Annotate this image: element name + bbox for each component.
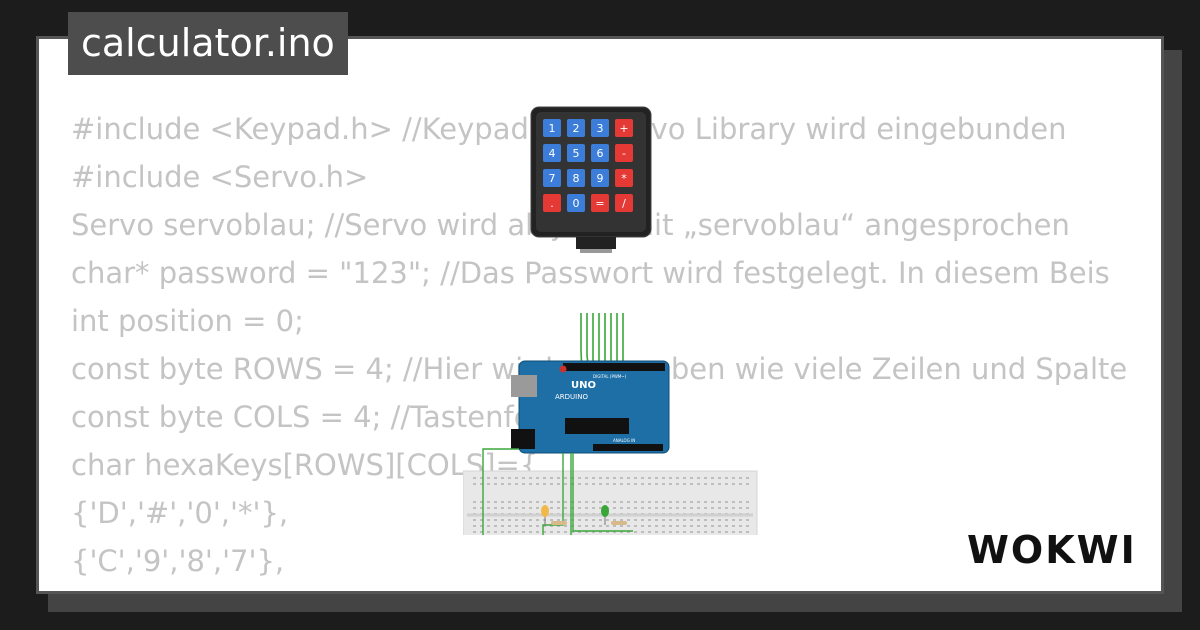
code-line: {'C','9','8','7'}, — [71, 544, 285, 578]
keypad-key-label: - — [622, 147, 626, 160]
keypad-key-label: 2 — [573, 122, 580, 135]
keypad-key[interactable]: + — [615, 119, 633, 137]
keypad-key[interactable]: / — [615, 194, 633, 212]
preview-card: #include <Keypad.h> //Keypad und Servo L… — [36, 36, 1164, 594]
arduino-digital-label: DIGITAL (PWM~) — [593, 374, 627, 379]
keypad-key[interactable]: 4 — [543, 144, 561, 162]
keypad-key-label: 3 — [597, 122, 604, 135]
arduino-brand: ARDUINO — [555, 393, 588, 401]
breadboard — [463, 470, 758, 535]
keypad: 1 2 3 +4 5 6 - 7 8 9 *. 0 = / — [530, 106, 652, 253]
code-line: {'B','6','5','4'}, — [71, 585, 1131, 591]
project-title: calculator.ino — [68, 12, 348, 75]
code-line: #include <Servo.h> — [71, 160, 369, 194]
code-line: int position = 0; — [71, 304, 304, 338]
keypad-key[interactable]: 8 — [567, 169, 585, 187]
arduino-model: UNO — [571, 380, 596, 391]
code-line: char* password = "123"; //Das Passwort w… — [71, 256, 1110, 290]
keypad-key[interactable]: 3 — [591, 119, 609, 137]
keypad-key-label: 5 — [573, 147, 580, 160]
keypad-key[interactable]: 7 — [543, 169, 561, 187]
keypad-key-label: 1 — [549, 122, 556, 135]
keypad-key-label: 7 — [549, 172, 556, 185]
keypad-key-label: . — [550, 197, 554, 210]
keypad-key-label: 9 — [597, 172, 604, 185]
arduino-uno: UNO ARDUINO DIGITAL (PWM~) ANALOG IN — [511, 360, 670, 454]
circuit-diagram: 1 2 3 +4 5 6 - 7 8 9 *. 0 = / UNO ARDUINO DIGITAL (PW… — [463, 106, 758, 535]
keypad-key[interactable]: - — [615, 144, 633, 162]
led-green — [601, 505, 609, 525]
keypad-key[interactable]: 1 — [543, 119, 561, 137]
keypad-key[interactable]: . — [543, 194, 561, 212]
wokwi-logo: WOKWI — [967, 528, 1137, 572]
keypad-key[interactable]: = — [591, 194, 609, 212]
keypad-key-label: + — [619, 122, 628, 135]
keypad-key-label: = — [595, 197, 604, 210]
keypad-key-label: 6 — [597, 147, 604, 160]
resistor-2 — [611, 521, 627, 525]
led-yellow — [541, 505, 549, 525]
keypad-key[interactable]: 9 — [591, 169, 609, 187]
keypad-key[interactable]: * — [615, 169, 633, 187]
keypad-key-label: 0 — [573, 197, 580, 210]
resistor-1 — [551, 521, 567, 525]
keypad-key-label: / — [622, 197, 626, 210]
keypad-key-label: * — [621, 172, 627, 185]
logo-text: WOKWI — [967, 528, 1137, 572]
keypad-key[interactable]: 6 — [591, 144, 609, 162]
keypad-key-label: 4 — [549, 147, 556, 160]
keypad-key[interactable]: 0 — [567, 194, 585, 212]
keypad-key-label: 8 — [573, 172, 580, 185]
arduino-analog-label: ANALOG IN — [613, 438, 635, 443]
keypad-key[interactable]: 5 — [567, 144, 585, 162]
code-line: const byte ROWS = 4; //Hier wird angegeb… — [71, 352, 1128, 386]
keypad-key[interactable]: 2 — [567, 119, 585, 137]
code-line: {'D','#','0','*'}, — [71, 496, 289, 530]
